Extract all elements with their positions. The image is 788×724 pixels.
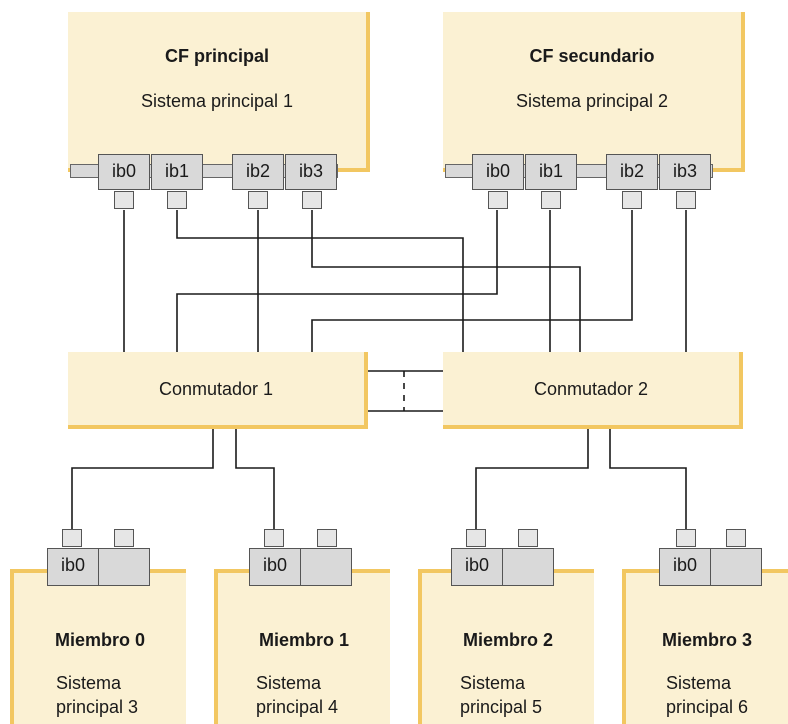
member-3-title: Miembro 3 bbox=[661, 630, 753, 650]
cf-secundario-host: Sistema principal 2 bbox=[515, 91, 669, 111]
cf-secundario-connector-ib3 bbox=[676, 191, 696, 209]
member-3-host-line1: Sistema bbox=[666, 673, 732, 693]
cf-principal-port-ib2: ib2 bbox=[232, 154, 284, 190]
switch-2-label: Conmutador 2 bbox=[533, 379, 649, 399]
cf-principal-connector-ib0 bbox=[114, 191, 134, 209]
member-0-host-line1: Sistema bbox=[56, 673, 122, 693]
switch-2-box: Conmutador 2 bbox=[443, 352, 743, 429]
member-2-host-line1: Sistema bbox=[460, 673, 526, 693]
member-0-box: Miembro 0 Sistema principal 3 bbox=[10, 569, 186, 724]
member-2-host-line2: principal 5 bbox=[460, 697, 543, 717]
member-2-connector-2 bbox=[518, 529, 538, 547]
link-sw1-member0 bbox=[71, 428, 214, 530]
link-sw2-member3 bbox=[609, 428, 687, 530]
member-2-port-ib0: ib0 bbox=[451, 548, 503, 586]
link-cf1-ib1-sw2 bbox=[176, 210, 464, 352]
member-1-host-line1: Sistema bbox=[256, 673, 322, 693]
member-0-connector-ib0 bbox=[62, 529, 82, 547]
link-sw1-member1 bbox=[235, 428, 275, 530]
member-3-box: Miembro 3 Sistema principal 6 bbox=[622, 569, 788, 724]
cf-secundario-connector-ib2 bbox=[622, 191, 642, 209]
cf-secundario-box: CF secundario Sistema principal 2 bbox=[443, 12, 745, 172]
cf-secundario-port-ib1: ib1 bbox=[525, 154, 577, 190]
member-3-host-line2: principal 6 bbox=[666, 697, 749, 717]
member-1-connector-ib0 bbox=[264, 529, 284, 547]
member-1-title: Miembro 1 bbox=[258, 630, 350, 650]
member-1-connector-2 bbox=[317, 529, 337, 547]
cf-secundario-port-ib2: ib2 bbox=[606, 154, 658, 190]
cf-secundario-title: CF secundario bbox=[529, 46, 655, 66]
member-1-port-2 bbox=[300, 548, 352, 586]
cf-principal-port-ib0: ib0 bbox=[98, 154, 150, 190]
cf-principal-title: CF principal bbox=[164, 46, 269, 66]
cf-secundario-port-ib3: ib3 bbox=[659, 154, 711, 190]
link-sw2-member2 bbox=[475, 428, 589, 530]
cf-principal-box: CF principal Sistema principal 1 bbox=[68, 12, 370, 172]
cf-principal-connector-ib3 bbox=[302, 191, 322, 209]
member-2-box: Miembro 2 Sistema principal 5 bbox=[418, 569, 594, 724]
member-0-port-ib0: ib0 bbox=[47, 548, 99, 586]
member-2-title: Miembro 2 bbox=[462, 630, 554, 650]
member-0-title: Miembro 0 bbox=[54, 630, 146, 650]
member-0-host-line2: principal 3 bbox=[56, 697, 139, 717]
cf-principal-connector-ib1 bbox=[167, 191, 187, 209]
member-0-connector-2 bbox=[114, 529, 134, 547]
link-cf2-ib2-sw1 bbox=[311, 210, 633, 352]
member-3-port-ib0: ib0 bbox=[659, 548, 711, 586]
cf-secundario-connector-ib1 bbox=[541, 191, 561, 209]
cf-principal-port-ib1: ib1 bbox=[151, 154, 203, 190]
member-1-port-ib0: ib0 bbox=[249, 548, 301, 586]
link-cf1-ib3-sw2 bbox=[311, 210, 581, 352]
switch-1-box: Conmutador 1 bbox=[68, 352, 368, 429]
switch-1-label: Conmutador 1 bbox=[158, 379, 274, 399]
cf-principal-host: Sistema principal 1 bbox=[140, 91, 294, 111]
member-3-connector-ib0 bbox=[676, 529, 696, 547]
member-2-connector-ib0 bbox=[466, 529, 486, 547]
cf-secundario-port-ib0: ib0 bbox=[472, 154, 524, 190]
member-3-connector-2 bbox=[726, 529, 746, 547]
member-0-port-2 bbox=[98, 548, 150, 586]
member-1-box: Miembro 1 Sistema principal 4 bbox=[214, 569, 390, 724]
cf-secundario-connector-ib0 bbox=[488, 191, 508, 209]
link-cf2-ib0-sw1 bbox=[176, 210, 498, 352]
cf-principal-port-ib3: ib3 bbox=[285, 154, 337, 190]
cf-principal-connector-ib2 bbox=[248, 191, 268, 209]
member-2-port-2 bbox=[502, 548, 554, 586]
member-3-port-2 bbox=[710, 548, 762, 586]
member-1-host-line2: principal 4 bbox=[256, 697, 339, 717]
